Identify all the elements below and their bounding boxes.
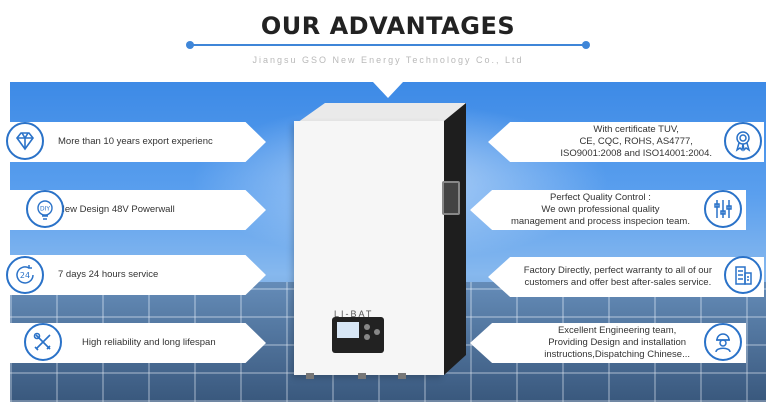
advantage-card-quality: Perfect Quality Control : We own profess… [470, 190, 746, 230]
advantage-card-service: 7 days 24 hours service [10, 255, 266, 295]
advantage-card-engineering: Excellent Engineering team, Providing De… [470, 323, 746, 363]
advantage-line: Providing Design and installation [548, 337, 687, 349]
svg-text:DIY: DIY [40, 206, 50, 213]
svg-text:24: 24 [20, 271, 30, 280]
engineer-icon [704, 323, 742, 361]
diy-lightbulb-icon: DIY [26, 190, 64, 228]
advantage-line: Excellent Engineering team, [557, 325, 677, 337]
title-divider [190, 44, 586, 46]
award-ribbon-icon [724, 122, 762, 160]
wrench-screwdriver-icon [24, 323, 62, 361]
advantage-text: High reliability and long lifespan [82, 337, 216, 349]
advantage-line: CE, CQC, ROHS, AS4777, [579, 136, 693, 148]
divider-dot-left [186, 41, 194, 49]
battery-brand-label: LI-BAT [334, 309, 374, 319]
header: OUR ADVANTAGES Jiangsu GSO New Energy Te… [0, 0, 776, 82]
battery-foot [306, 373, 314, 379]
battery-button [364, 334, 370, 340]
advantage-card-certificates: With certificate TUV, CE, CQC, ROHS, AS4… [488, 122, 764, 162]
building-icon [724, 256, 762, 294]
page-title: OUR ADVANTAGES [260, 12, 516, 40]
advantage-line: Perfect Quality Control : [550, 192, 651, 204]
battery-top-face [294, 103, 466, 125]
battery-foot [398, 373, 406, 379]
certificate-diamond-icon [6, 122, 44, 160]
battery-handle [442, 181, 460, 215]
advantage-line: Factory Directly, perfect warranty to al… [523, 265, 712, 277]
advantage-text: New Design 48V Powerwall [58, 204, 175, 216]
battery-lcd-screen [337, 322, 359, 338]
advantage-line: With certificate TUV, [593, 124, 679, 136]
advantage-card-factory: Factory Directly, perfect warranty to al… [488, 257, 764, 297]
battery-foot [358, 373, 366, 379]
powerwall-battery-image: LI-BAT [294, 103, 466, 379]
advantage-line: ISO9001:2008 and ISO14001:2004. [560, 147, 712, 159]
advantage-line: customers and offer best after-sales ser… [524, 277, 712, 288]
advantage-line: instructions,Dispatching Chinese... [544, 348, 690, 360]
clock-24-icon: 24 [6, 256, 44, 294]
battery-button [374, 329, 380, 335]
advantage-text: 7 days 24 hours service [58, 269, 159, 281]
battery-button [364, 324, 370, 330]
advantage-text: More than 10 years export experienc [58, 136, 213, 148]
advantage-line: We own professional quality [541, 204, 660, 216]
battery-side-face [444, 103, 466, 375]
sliders-icon [704, 190, 742, 228]
company-subtitle: Jiangsu GSO New Energy Technology Co., L… [252, 55, 524, 65]
advantage-line: management and process inspecion team. [510, 215, 690, 227]
divider-dot-right [582, 41, 590, 49]
banner-notch [373, 82, 403, 98]
advantage-card-export: More than 10 years export experienc [10, 122, 266, 162]
